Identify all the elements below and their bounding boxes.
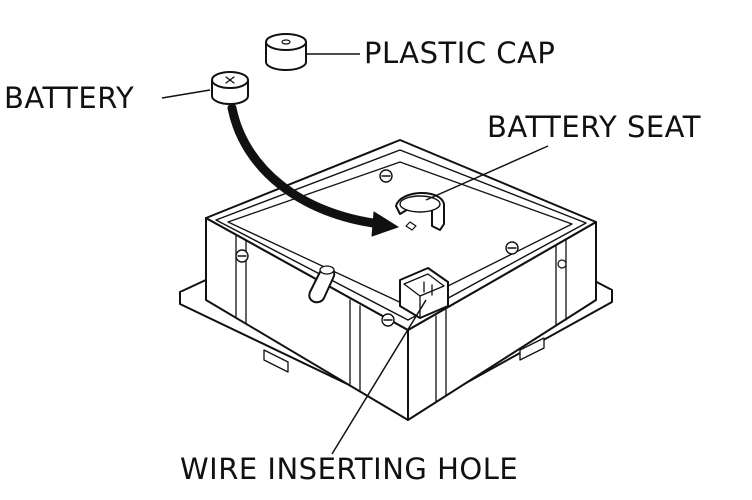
label-battery-seat: BATTERY SEAT	[487, 110, 701, 144]
post	[308, 265, 336, 304]
label-battery: BATTERY	[4, 81, 135, 115]
battery-seat	[395, 191, 445, 231]
label-wire-inserting-hole: WIRE INSERTING HOLE	[180, 452, 519, 486]
leader-lines	[161, 53, 549, 455]
housing-floor	[227, 161, 573, 307]
plastic-cap	[265, 33, 307, 71]
screw-icons	[235, 169, 567, 327]
battery	[211, 71, 249, 105]
insert-arrow	[227, 103, 399, 237]
wire-connector	[399, 267, 449, 319]
label-plastic-cap: PLASTIC CAP	[364, 36, 556, 70]
